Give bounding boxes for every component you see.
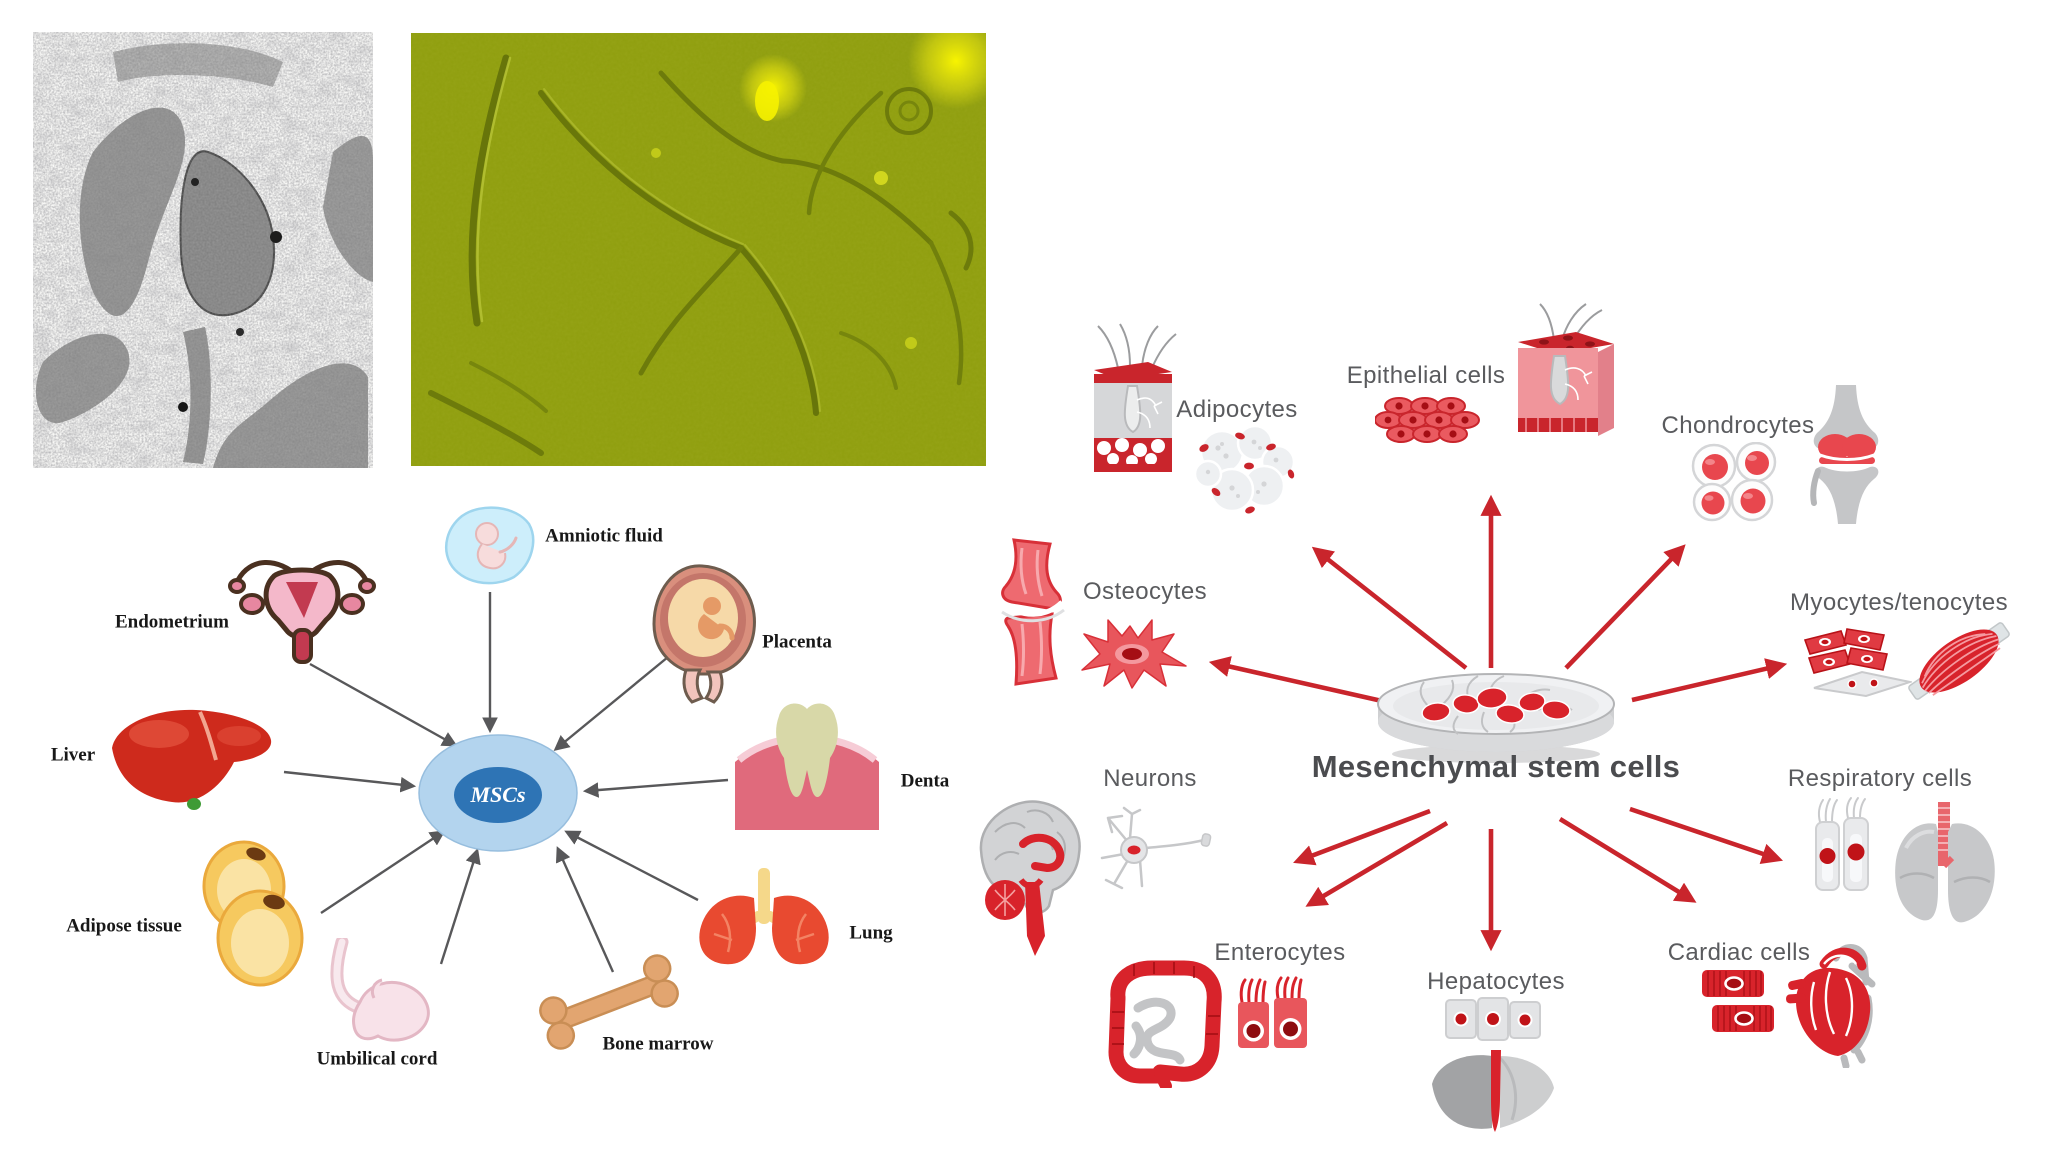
bone-joint-icon [988,538,1076,686]
tenocyte-cell-icon [1812,668,1912,700]
label-osteocytes: Osteocytes [1082,577,1208,605]
chondrocyte-cells-icon [1688,442,1784,522]
label-umbilical-cord: Umbilical cord [316,1048,438,1070]
label-placenta: Placenta [762,631,832,653]
knee-joint-icon [1806,383,1886,526]
label-myocytes-tenocytes: Myocytes/tenocytes [1790,588,2008,616]
intestine-icon [1098,956,1224,1088]
umbilical-cord-icon [316,938,451,1046]
epithelial-sheet-icon [1375,396,1487,444]
label-endometrium: Endometrium [115,611,229,633]
lungs-icon [1890,802,1998,928]
mscs-label: MSCs [470,781,526,807]
differentiation-arrows [1208,494,1788,952]
amniotic-sac-icon [440,502,538,588]
label-chondrocytes: Chondrocytes [1661,411,1815,439]
neuron-cell-icon [1098,806,1218,894]
osteocyte-cell-icon [1078,612,1188,690]
hepatocyte-cells-icon [1444,994,1544,1044]
ciliated-cells-icon [1811,796,1873,904]
fat-cells-icon [1192,422,1296,520]
liver-icon [104,700,276,816]
cardiac-muscle-cells-icon [1698,966,1780,1038]
em-micrograph [33,32,373,468]
label-bone-marrow: Bone marrow [602,1033,714,1055]
heart-icon [1784,938,1876,1068]
brain-icon [961,788,1085,960]
label-epithelial-cells: Epithelial cells [1346,361,1506,389]
label-adipose-tissue: Adipose tissue [66,915,182,937]
lung-icon [692,868,836,972]
liver-gray-icon [1428,1048,1558,1134]
tooth-icon [731,700,883,834]
label-dental: Denta [900,770,950,792]
label-adipocytes: Adipocytes [1176,395,1298,423]
label-lung: Lung [849,922,893,944]
phase-contrast-micrograph [411,33,986,466]
bone-icon [524,940,694,1064]
petri-dish-icon [1360,660,1632,766]
label-amniotic-fluid: Amniotic fluid [545,525,663,547]
placenta-icon [646,562,761,704]
msc-source-arrows [283,592,729,973]
muscle-icon [1900,606,2018,716]
label-enterocytes: Enterocytes [1214,938,1346,966]
skin-block-icon [1084,322,1182,482]
adipocyte-icon [194,840,312,988]
label-cardiac-cells: Cardiac cells [1667,938,1811,966]
villi-cells-icon [1230,976,1314,1054]
label-liver: Liver [50,744,96,766]
uterus-icon [222,548,382,666]
label-neurons: Neurons [1103,764,1197,792]
mesenchymal-stem-cells-label: Mesenchymal stem cells [1311,748,1681,784]
label-hepatocytes: Hepatocytes [1427,967,1565,995]
mscs-ellipse [417,733,579,853]
skin-block-pink-icon [1510,300,1620,445]
label-respiratory-cells: Respiratory cells [1787,764,1973,792]
myocyte-cells-icon [1803,626,1889,676]
